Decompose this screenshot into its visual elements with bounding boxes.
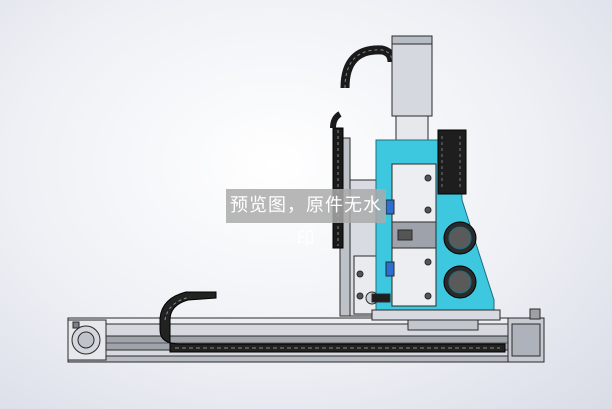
carriage-blocks [385,163,437,307]
watermark-label: 预览图，原件无水印 [226,189,386,250]
top-drag-chain [340,45,397,89]
carriage-plate [371,309,501,331]
lever [365,291,391,305]
left-end-cap [67,319,107,361]
drag-chain-icon [159,291,506,353]
cable-panel [437,129,467,195]
vertical-drag-chain [330,111,344,249]
right-end-motor [507,308,545,363]
vertical-column [339,137,381,317]
